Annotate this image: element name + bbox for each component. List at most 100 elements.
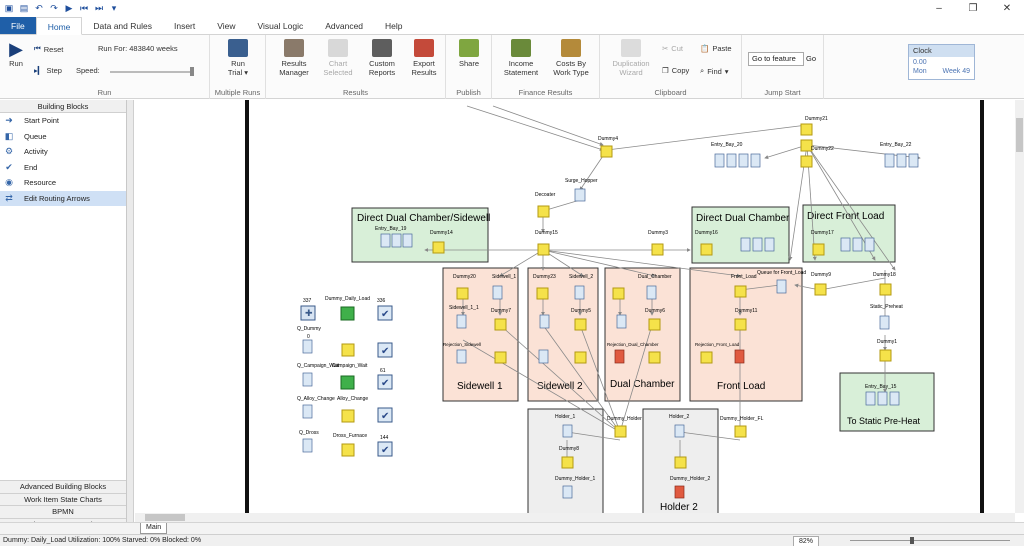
activity-node[interactable]	[648, 318, 661, 331]
queue-node[interactable]	[492, 285, 503, 300]
tab-data-and-rules[interactable]: Data and Rules	[93, 21, 152, 31]
restore-icon[interactable]: ❐	[968, 3, 978, 14]
go-button[interactable]: Go	[806, 54, 817, 63]
income-statement-button[interactable]: Income Statement	[498, 39, 544, 77]
go-to-feature-field[interactable]: Go to feature	[748, 52, 804, 66]
speed-slider-knob[interactable]	[190, 67, 194, 76]
tab-insert[interactable]: Insert	[173, 21, 196, 31]
activity-node[interactable]	[341, 443, 355, 457]
cut-button[interactable]: ✂Cut	[662, 44, 683, 53]
queue-node-full[interactable]	[614, 349, 625, 364]
queue-node-full[interactable]	[734, 349, 745, 364]
end-item[interactable]: ✔End	[0, 160, 126, 176]
activity-node[interactable]	[537, 205, 550, 218]
queue-node-full[interactable]	[674, 485, 685, 499]
open-icon[interactable]: ▤	[19, 3, 29, 13]
end-node[interactable]	[377, 342, 393, 358]
activity-node[interactable]	[814, 283, 827, 296]
queue-node[interactable]	[302, 438, 313, 453]
play-icon[interactable]: ▶	[65, 3, 73, 13]
step-button[interactable]: ▸▎ Step	[34, 66, 62, 75]
region-sidewell-1[interactable]: Sidewell 1	[442, 267, 519, 402]
activity-node[interactable]	[651, 243, 664, 256]
tab-visual-logic[interactable]: Visual Logic	[257, 21, 304, 31]
activity-node[interactable]	[494, 318, 507, 331]
close-icon[interactable]: ✕	[1002, 3, 1012, 14]
end-node[interactable]	[377, 407, 393, 423]
region-direct-front-load[interactable]: Direct Front Load	[802, 204, 896, 263]
tab-home[interactable]: Home	[35, 17, 83, 35]
end-node[interactable]	[377, 441, 393, 457]
tab-help[interactable]: Help	[385, 21, 403, 31]
work-item-state-charts-tab[interactable]: Work Item State Charts	[0, 492, 126, 505]
save-icon[interactable]: ▣	[4, 3, 14, 13]
process-diagram[interactable]: Direct Dual Chamber/Sidewell Direct Dual…	[135, 100, 1015, 513]
skip-back-icon[interactable]: ⏮	[79, 3, 89, 13]
skip-forward-icon[interactable]: ⏭	[94, 3, 104, 13]
activity-node[interactable]	[700, 351, 713, 364]
edit-routing-arrows-item[interactable]: ⇄Edit Routing Arrows	[0, 190, 126, 206]
custom-reports-button[interactable]: Custom Reports	[362, 39, 402, 77]
activity-node[interactable]	[456, 287, 469, 300]
activity-node[interactable]	[734, 425, 747, 438]
activity-node[interactable]	[800, 155, 813, 168]
reset-button[interactable]: ⏮ Reset	[34, 44, 64, 54]
activity-node[interactable]	[341, 343, 355, 357]
export-results-button[interactable]: Export Results	[404, 39, 444, 77]
paste-button[interactable]: 📋Paste	[700, 44, 732, 53]
start-point-item[interactable]: ➜Start Point	[0, 113, 126, 129]
activity-node[interactable]	[612, 287, 625, 300]
activity-node[interactable]	[879, 349, 892, 362]
activity-node[interactable]	[574, 318, 587, 331]
routing-arrows[interactable]	[424, 105, 921, 463]
zoom-slider[interactable]	[850, 537, 1010, 544]
redo-icon[interactable]: ↷	[50, 3, 58, 13]
minimize-icon[interactable]: –	[936, 3, 942, 14]
sheet-tab-main[interactable]: Main	[140, 523, 168, 534]
undo-icon[interactable]: ↶	[35, 3, 43, 13]
activity-node[interactable]	[536, 287, 549, 300]
find-button[interactable]: ⌕Find ▾	[700, 66, 729, 76]
activity-node[interactable]	[537, 243, 550, 256]
activity-item[interactable]: ⚙Activity	[0, 144, 126, 160]
activity-node[interactable]	[561, 456, 574, 469]
queue-node[interactable]	[302, 372, 313, 387]
costs-by-work-type-button[interactable]: Costs By Work Type	[546, 39, 596, 77]
end-node[interactable]	[377, 305, 393, 321]
bpmn-tab[interactable]: BPMN	[0, 505, 126, 518]
vertical-scroll-thumb[interactable]	[1016, 118, 1023, 152]
queue-node[interactable]	[646, 285, 657, 300]
tab-advanced[interactable]: Advanced	[325, 21, 364, 31]
activity-node[interactable]	[614, 425, 627, 438]
chart-selected-button[interactable]: Chart Selected	[318, 39, 358, 77]
run-button[interactable]: ▶ Run	[4, 39, 28, 68]
queue-item[interactable]: ◧Queue	[0, 129, 126, 145]
run-trial-button[interactable]: Run Trial ▾	[220, 39, 256, 77]
activity-node[interactable]	[812, 243, 825, 256]
activity-node-busy[interactable]	[340, 306, 355, 321]
queue-node[interactable]	[456, 349, 467, 364]
horizontal-scroll-thumb[interactable]	[145, 514, 185, 521]
activity-node[interactable]	[494, 351, 507, 364]
activity-node[interactable]	[432, 241, 445, 254]
copy-button[interactable]: ❐Copy	[662, 66, 690, 75]
tab-view[interactable]: View	[217, 21, 236, 31]
queue-node[interactable]	[538, 349, 549, 364]
resource-item[interactable]: ◉Resource	[0, 175, 126, 191]
zoom-level[interactable]: 82%	[793, 536, 819, 546]
activity-node[interactable]	[600, 145, 613, 158]
activity-node[interactable]	[800, 123, 813, 136]
queue-node[interactable]	[302, 339, 313, 354]
advanced-building-blocks-tab[interactable]: Advanced Building Blocks	[0, 480, 126, 493]
horizontal-scrollbar[interactable]	[135, 513, 1015, 522]
activity-node[interactable]	[648, 351, 661, 364]
activity-node[interactable]	[674, 456, 687, 469]
customize-icon[interactable]: ▾	[111, 3, 117, 13]
activity-node[interactable]	[700, 243, 713, 256]
start-point-node[interactable]	[300, 305, 316, 321]
activity-node[interactable]	[574, 351, 587, 364]
zoom-slider-knob[interactable]	[910, 537, 914, 544]
activity-node[interactable]	[734, 318, 747, 331]
building-blocks-header[interactable]: Building Blocks	[0, 100, 126, 113]
vertical-scrollbar[interactable]	[1015, 100, 1024, 513]
